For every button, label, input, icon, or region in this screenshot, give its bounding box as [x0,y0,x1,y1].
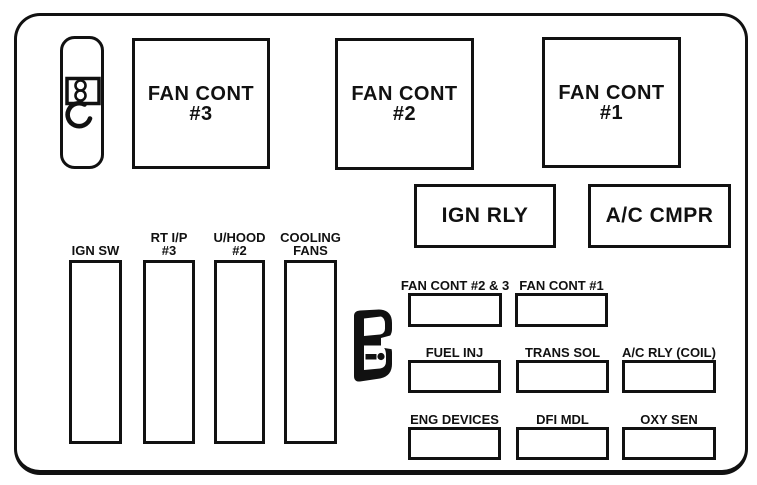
relay-fan-cont-3-label: FAN CONT #3 [147,82,255,125]
fuse-cooling-fans-label: COOLING FANS [280,229,341,259]
fuse-fuel-inj: FUEL INJ [408,335,501,393]
fuse-ign-sw-label: IGN SW [71,243,120,259]
fuse-uhood-2-box [214,260,265,444]
relay-ign-rly-label: IGN RLY [441,204,529,227]
fuse-rt-ip-3-label: RT I/P #3 [150,229,188,259]
relay-fan-cont-1-label: FAN CONT #1 [558,81,665,124]
relay-fan-cont-1: FAN CONT #1 [542,37,681,168]
fuse-puller-slot [60,36,104,169]
fuse-ac-rly-coil: A/C RLY (COIL) [622,335,716,393]
relay-fan-cont-2-label: FAN CONT #2 [351,83,458,125]
fuse-oxy-sen-label: OXY SEN [640,412,698,427]
fuse-ign-sw: IGN SW [69,226,122,444]
fuse-fan-cont-2-3-label: FAN CONT #2 & 3 [400,278,510,293]
fuse-eng-devices: ENG DEVICES [408,402,501,460]
fuse-fan-cont-1-box [515,293,608,327]
relay-ac-cmpr: A/C CMPR [588,184,731,248]
fuse-rt-ip-3: RT I/P #3 [143,226,195,444]
fuse-trans-sol: TRANS SOL [516,335,609,393]
fuse-puller-slot-icon [60,36,104,169]
fuse-eng-devices-label: ENG DEVICES [410,412,499,427]
fuse-ac-rly-coil-label: A/C RLY (COIL) [622,345,716,360]
fuse-ign-sw-box [69,260,122,444]
fuse-fan-cont-1-label: FAN CONT #1 [519,278,604,293]
fuse-fuel-inj-box [408,360,501,393]
fuse-trans-sol-label: TRANS SOL [524,345,601,360]
relay-fan-cont-3: FAN CONT #3 [132,38,270,169]
relay-fan-cont-2: FAN CONT #2 [335,38,474,170]
fuse-dfi-mdl-label: DFI MDL [536,412,589,427]
fuse-dfi-mdl-box [516,427,609,460]
fuse-fan-cont-2-3-box [408,293,502,327]
fuse-oxy-sen: OXY SEN [622,402,716,460]
fuse-fan-cont-2-3: FAN CONT #2 & 3 [401,268,509,327]
fuse-eng-devices-box [408,427,501,460]
fuse-dfi-mdl: DFI MDL [516,402,609,460]
fuse-puller-clip [348,309,393,382]
fuse-fan-cont-1: FAN CONT #1 [515,268,608,327]
fuse-puller-clip-icon [354,309,393,382]
fuse-uhood-2-label: U/HOOD #2 [213,229,266,259]
fuse-rt-ip-3-box [143,260,195,444]
fuse-ac-rly-coil-box [622,360,716,393]
relay-ign-rly: IGN RLY [414,184,556,248]
fuse-uhood-2: U/HOOD #2 [213,226,266,444]
fuse-cooling-fans: COOLING FANS [280,226,341,444]
fuse-cooling-fans-box [284,260,337,444]
fuse-oxy-sen-box [622,427,716,460]
fuse-fuel-inj-label: FUEL INJ [425,345,484,360]
relay-ac-cmpr-label: A/C CMPR [605,204,714,227]
fuse-trans-sol-box [516,360,609,393]
